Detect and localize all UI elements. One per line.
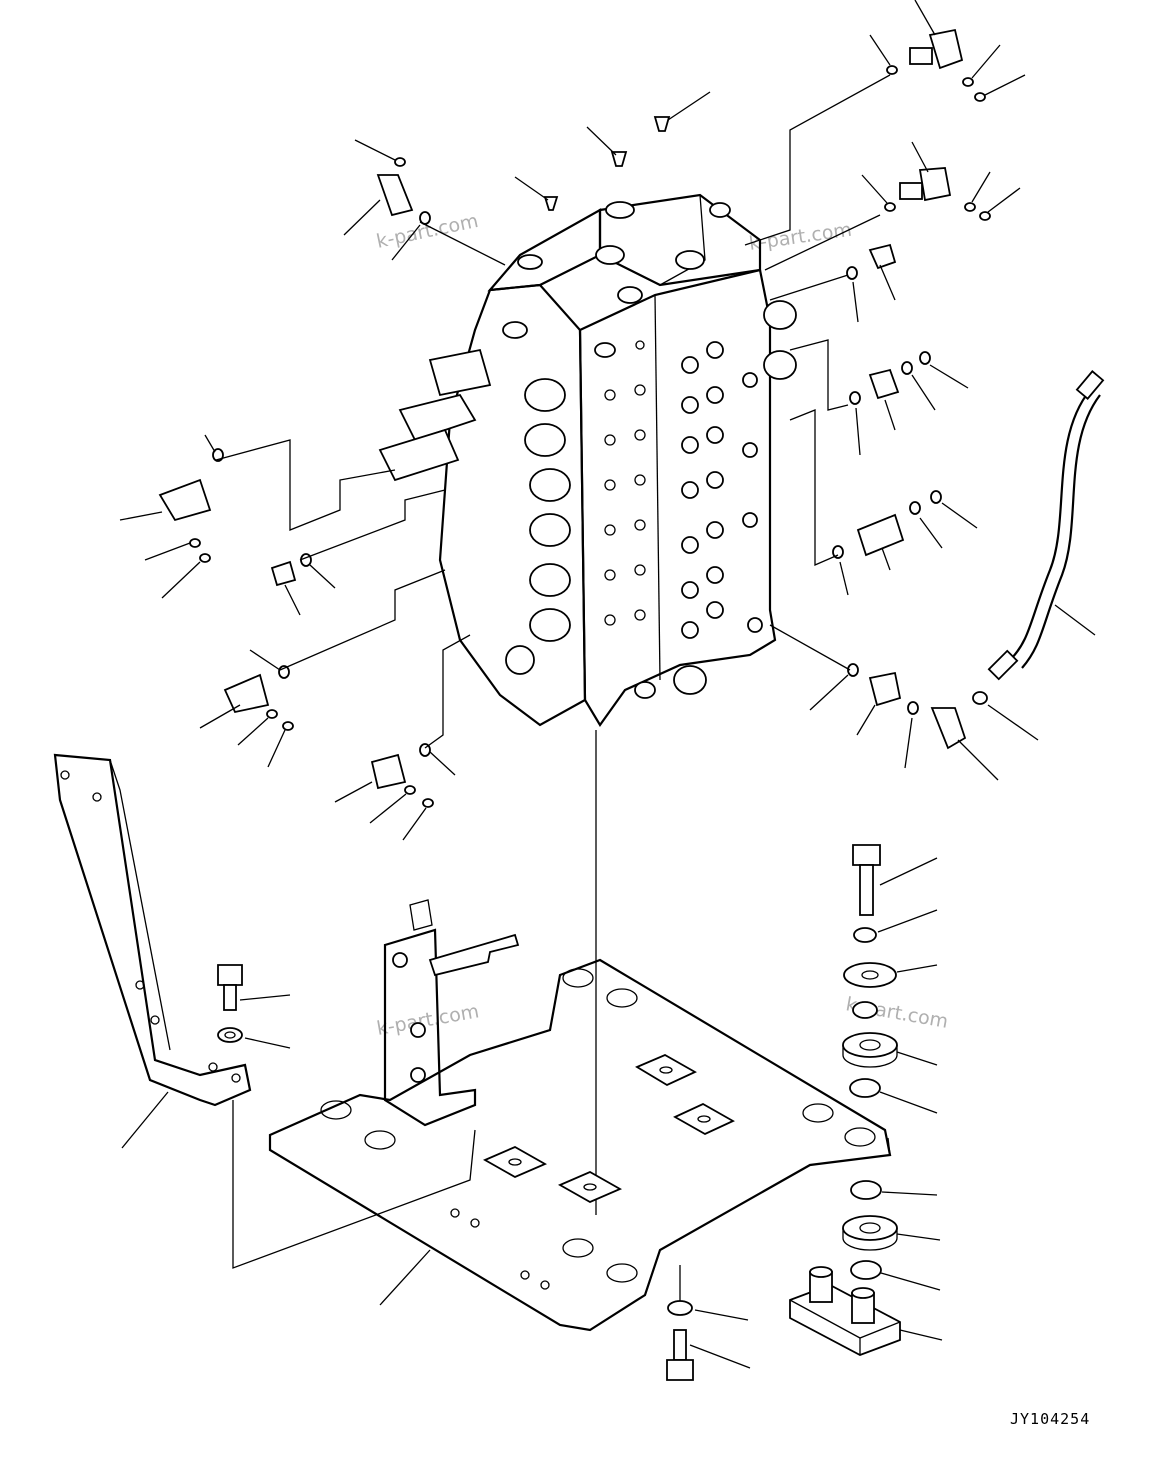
bolt-left (217, 964, 291, 1049)
mount-stack-right (789, 844, 943, 1356)
support-bracket-left (53, 753, 252, 1149)
watermark-2: k-part.com (748, 219, 854, 255)
elbow-fitting-bottom-right (809, 663, 1039, 781)
solenoid-fitting-bottom-center (334, 743, 456, 841)
connector-bracket (383, 899, 520, 1127)
elbow-fitting-right-2 (861, 141, 1021, 221)
watermark-3: k-part.com (375, 1000, 481, 1040)
solenoid-fitting-left-mid (119, 434, 224, 599)
bolt-bottom (666, 1300, 751, 1381)
base-plate (268, 958, 892, 1332)
solenoid-fitting-left-top (343, 139, 431, 261)
solenoid-fitting-left-low (199, 649, 294, 768)
leader-lines (215, 74, 891, 1305)
hose-assembly (987, 370, 1105, 681)
top-plugs (514, 91, 711, 211)
control-valve-block (378, 193, 797, 728)
plug-right (846, 243, 897, 323)
elbow-fitting-top-right (869, 0, 1026, 102)
plug-left (270, 553, 336, 616)
straight-fitting-right (849, 351, 969, 456)
drawing-code: JY104254 (1010, 1410, 1091, 1428)
straight-fitting-right-2 (832, 490, 978, 596)
